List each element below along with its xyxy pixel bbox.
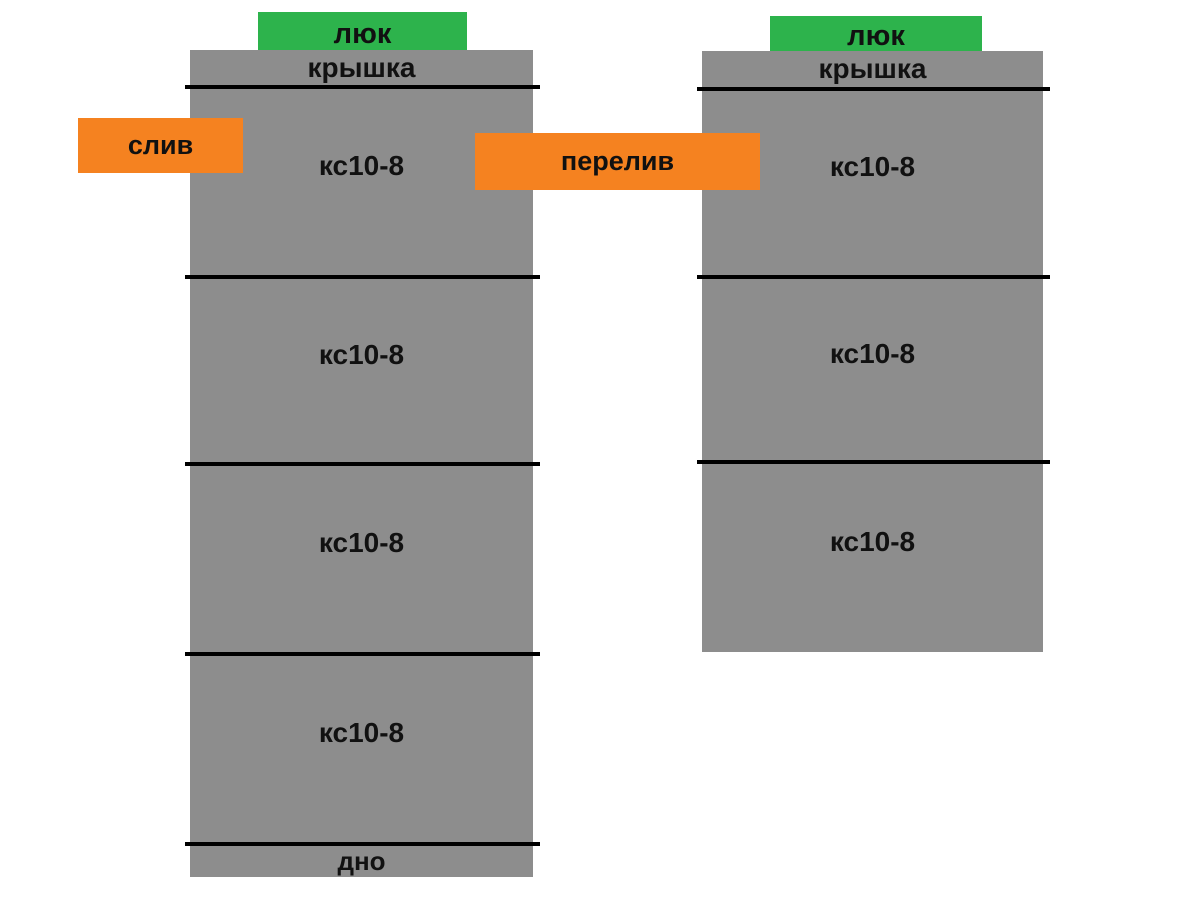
left-cover-label: крышка xyxy=(307,51,416,83)
left-divider-1 xyxy=(185,85,540,89)
left-ring-section: кс10-8 xyxy=(190,279,533,462)
right-cover-label: крышка xyxy=(818,53,927,84)
left-ring-label-1: кс10-8 xyxy=(318,150,405,181)
left-bottom-band: дно xyxy=(190,846,533,877)
left-hatch-label: люк xyxy=(333,17,392,50)
left-cover-band: крышка xyxy=(190,50,533,85)
right-cover-band: крышка xyxy=(702,51,1043,87)
left-hatch-block: люк xyxy=(258,12,467,56)
overflow-label: перелив xyxy=(560,146,675,176)
right-hatch-block: люк xyxy=(770,16,982,56)
left-divider-5 xyxy=(185,842,540,846)
left-ring-section: кс10-8 xyxy=(190,656,533,842)
right-ring-label-3: кс10-8 xyxy=(829,526,916,557)
right-divider-1 xyxy=(697,87,1050,91)
right-ring-label-2: кс10-8 xyxy=(829,337,916,369)
left-ring-column: крышка кс10-8 кс10-8 кс10-8 кс10-8 дно xyxy=(185,50,540,877)
right-ring-section: кс10-8 xyxy=(702,464,1043,652)
left-ring-label-4: кс10-8 xyxy=(318,717,405,748)
left-divider-4 xyxy=(185,652,540,656)
right-divider-2 xyxy=(697,275,1050,279)
overflow-pipe-label-box: перелив xyxy=(475,133,760,190)
left-divider-3 xyxy=(185,462,540,466)
left-ring-label-2: кс10-8 xyxy=(318,338,405,370)
right-divider-3 xyxy=(697,460,1050,464)
left-ring-section: кс10-8 xyxy=(190,466,533,652)
left-divider-2 xyxy=(185,275,540,279)
right-ring-section: кс10-8 xyxy=(702,279,1043,460)
drain-pipe-label-box: слив xyxy=(78,118,243,173)
left-ring-label-3: кс10-8 xyxy=(318,527,405,558)
drain-label: слив xyxy=(127,130,194,160)
right-ring-section: кс10-8 xyxy=(702,91,1043,275)
right-ring-label-1: кс10-8 xyxy=(829,151,916,182)
left-bottom-label: дно xyxy=(337,846,386,876)
right-hatch-label: люк xyxy=(847,19,905,52)
left-ring-section: кс10-8 xyxy=(190,89,533,275)
